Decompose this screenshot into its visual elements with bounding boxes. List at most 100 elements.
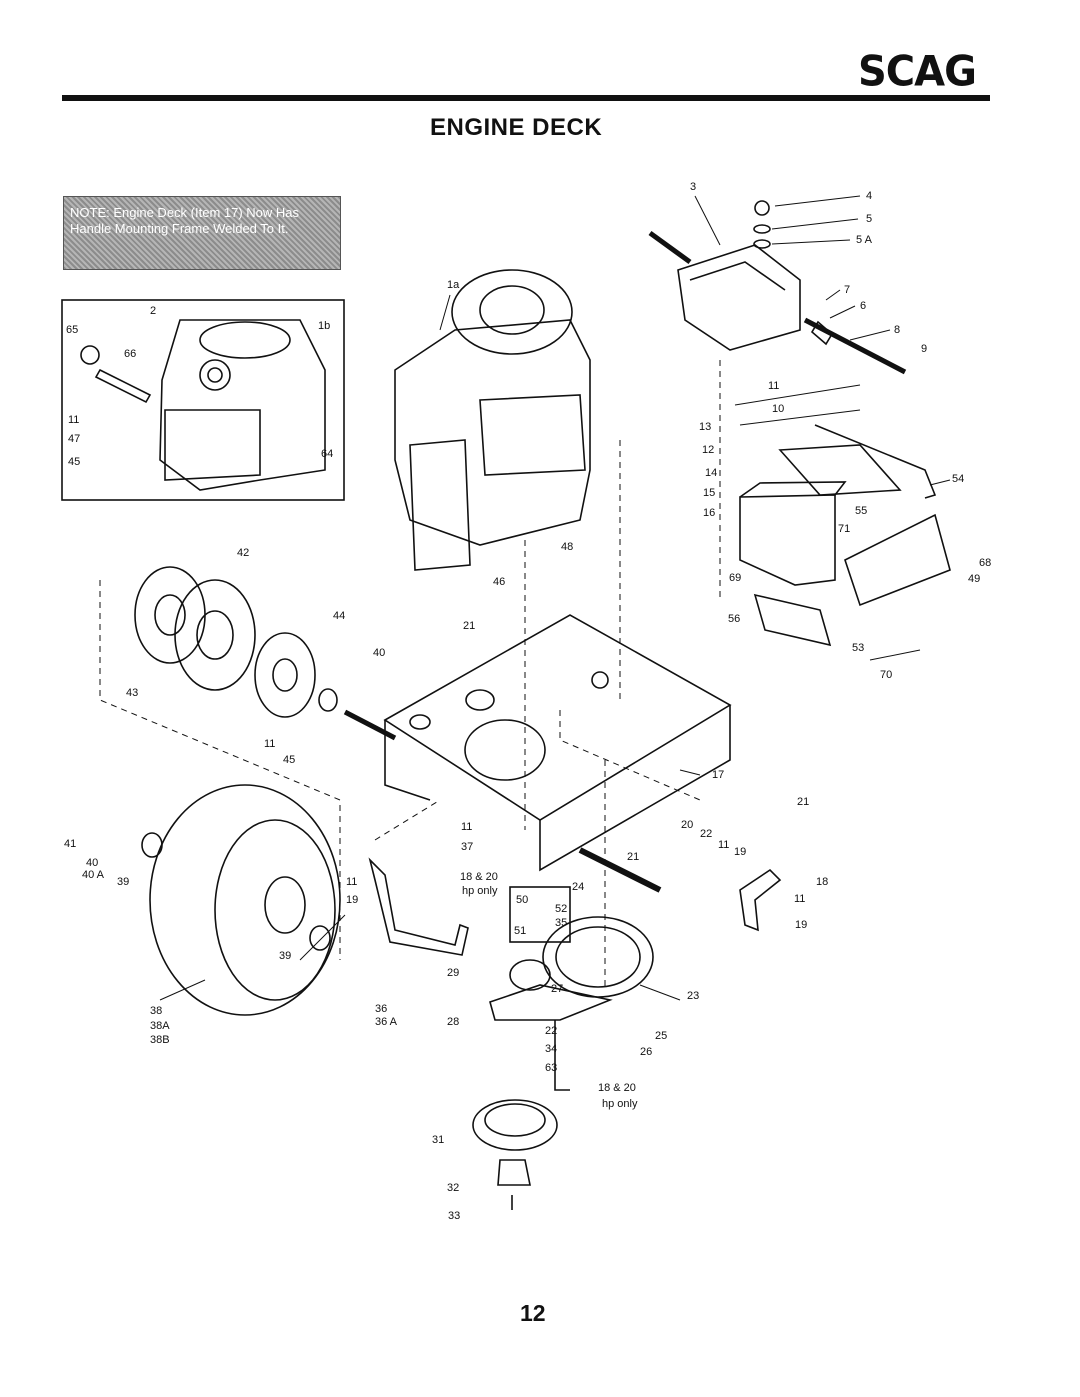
note-text: NOTE: Engine Deck (Item 17) Now Has Hand…: [70, 205, 300, 236]
callout-41: 41: [64, 838, 76, 850]
callout-26: 26: [640, 1046, 652, 1058]
callout-49: 49: [968, 573, 980, 585]
callout-20: 20: [681, 819, 693, 831]
engine-deck: [383, 614, 732, 893]
callout-47: 47: [68, 433, 80, 445]
callout-11-top: 11: [768, 380, 779, 392]
callout-68: 68: [979, 557, 991, 569]
callout-40-wheel: 40: [86, 857, 98, 869]
inset-frame: [61, 299, 345, 501]
callout-11-bracket: 11: [794, 893, 805, 905]
callout-69: 69: [729, 572, 741, 584]
callout-65: 65: [66, 324, 78, 336]
callout-39-left: 39: [117, 876, 129, 888]
callout-19-right: 19: [734, 846, 746, 858]
leader-lines: [159, 195, 951, 1001]
callout-12: 12: [702, 444, 714, 456]
callout-13: 13: [699, 421, 711, 433]
callout-21-right: 21: [797, 796, 809, 808]
callout-17: 17: [712, 769, 724, 781]
callout-53: 53: [852, 642, 864, 654]
callout-11-left: 11: [346, 876, 357, 888]
callout-9: 9: [921, 343, 927, 355]
callout-11-deck: 11: [461, 821, 472, 833]
callout-5: 5: [866, 213, 872, 225]
callout-28: 28: [447, 1016, 459, 1028]
callout-46: 46: [493, 576, 505, 588]
scag-logo-text: SCAG: [858, 47, 977, 97]
engine: [394, 269, 591, 571]
callout-16: 16: [703, 507, 715, 519]
page-number: 12: [520, 1300, 546, 1326]
callout-4: 4: [866, 190, 872, 202]
callout-38: 38: [150, 1005, 162, 1017]
callout-63: 63: [545, 1062, 557, 1074]
page-title: ENGINE DECK: [430, 114, 603, 141]
callout-11-inset: 11: [68, 414, 79, 426]
callout-40: 40: [373, 647, 385, 659]
callout-44: 44: [333, 610, 345, 622]
callout-2: 2: [150, 305, 156, 317]
callout-22-bottom: 22: [545, 1025, 557, 1037]
callout-40a: 40 A: [82, 869, 105, 881]
callout-38b: 38B: [150, 1034, 170, 1046]
callout-14: 14: [705, 467, 717, 479]
callout-37: 37: [461, 841, 473, 853]
callout-56: 56: [728, 613, 740, 625]
callout-1b: 1b: [318, 320, 330, 332]
callout-hp-only: hp only: [462, 885, 498, 897]
callout-hp-only-bottom: hp only: [602, 1098, 638, 1110]
callout-32: 32: [447, 1182, 459, 1194]
callout-66: 66: [124, 348, 136, 360]
callout-70: 70: [880, 669, 892, 681]
callout-33: 33: [448, 1210, 460, 1222]
inset-engine: [80, 319, 326, 491]
callout-51: 51: [514, 925, 526, 937]
header-rule: [62, 95, 990, 101]
callout-18-20-hp: 18 & 20: [460, 871, 498, 883]
callout-36: 36: [375, 1003, 387, 1015]
callout-3: 3: [690, 181, 696, 193]
transmission: [648, 200, 907, 375]
callout-34: 34: [545, 1043, 557, 1055]
bracket-18: [739, 868, 782, 932]
callout-31: 31: [432, 1134, 444, 1146]
callout-1a: 1a: [447, 279, 460, 291]
callout-71: 71: [838, 523, 850, 535]
callout-64: 64: [321, 448, 333, 460]
callout-43: 43: [126, 687, 138, 699]
callout-21-left: 21: [463, 620, 475, 632]
callout-52: 52: [555, 903, 567, 915]
callout-55: 55: [855, 505, 867, 517]
reference-lines: [99, 360, 721, 990]
callout-45-pulley: 45: [283, 754, 295, 766]
scag-logo: SCAG: [858, 47, 990, 97]
callout-15: 15: [703, 487, 715, 499]
callout-labels: 3 4 5 5 A 7 6 8 9 1a 2 1b 65 66 11 47 45…: [64, 181, 991, 1222]
callout-6: 6: [860, 300, 866, 312]
bracket-36: [368, 857, 469, 956]
callout-19-bracket: 19: [795, 919, 807, 931]
pulley-group: [134, 566, 397, 741]
callout-19-left: 19: [346, 894, 358, 906]
callout-38a: 38A: [150, 1020, 170, 1032]
callout-42: 42: [237, 547, 249, 559]
callout-10: 10: [772, 403, 784, 415]
callout-39-right: 39: [279, 950, 291, 962]
callout-22-top: 22: [700, 828, 712, 840]
callout-11-right: 11: [718, 839, 729, 851]
wheel-tire: [141, 784, 341, 1016]
callout-45-inset: 45: [68, 456, 80, 468]
note-box: NOTE: Engine Deck (Item 17) Now Has Hand…: [63, 196, 341, 270]
callout-35: 35: [555, 917, 567, 929]
callout-27: 27: [551, 983, 563, 995]
callout-5a: 5 A: [856, 234, 873, 246]
callout-11-pulley: 11: [264, 738, 275, 750]
battery-assembly: [739, 424, 951, 647]
callout-54: 54: [952, 473, 964, 485]
belt-drive: [472, 886, 654, 1210]
callout-23: 23: [687, 990, 699, 1002]
callout-24: 24: [572, 881, 584, 893]
callout-18-20-bottom: 18 & 20: [598, 1082, 636, 1094]
callout-18: 18: [816, 876, 828, 888]
